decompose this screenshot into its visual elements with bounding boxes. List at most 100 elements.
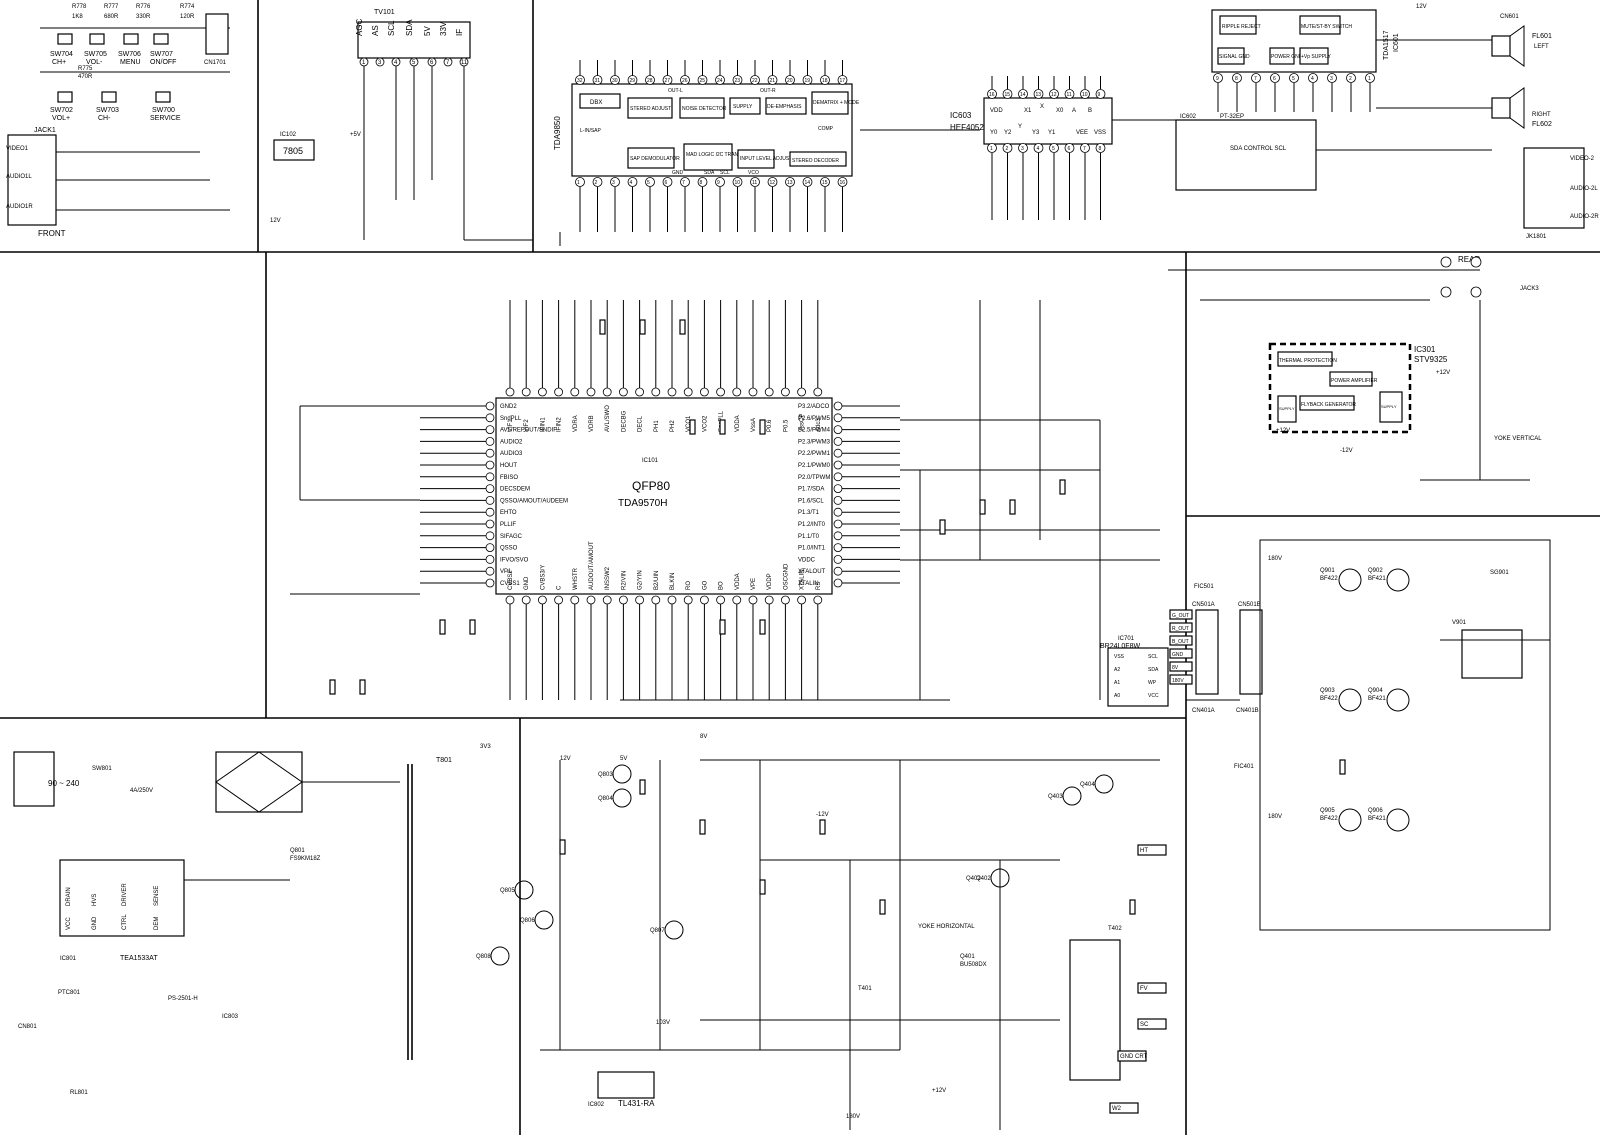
vertical-supply: -12V [1340, 448, 1353, 454]
mains-connector: CN801 [18, 1024, 37, 1030]
main-ic-pin-label: B2/UIN [654, 571, 660, 590]
main-ic-pin-label: P2.1/PWM0 [798, 463, 831, 469]
jack-ref: JACK1 [34, 127, 56, 134]
main-ic-pin [485, 448, 495, 458]
mains-switch: SW801 [92, 766, 112, 772]
sound-pin-number: 16 [840, 180, 846, 186]
main-ic-pin-label: DECBG [621, 410, 627, 432]
sound-pin [575, 177, 585, 187]
tuner-ref: TV101 [374, 9, 395, 16]
supply-label: +5V [350, 132, 361, 138]
switch-pin-number: 10 [1082, 92, 1088, 98]
switch-pin-label: VDD [990, 108, 1003, 114]
resistor-ref: R775 [78, 66, 93, 72]
main-ic-pin-label: P2.2/PWM1 [798, 451, 831, 457]
vertical-supply: +12V [1436, 370, 1450, 376]
main-ic-pin-label: VIF1 [508, 419, 514, 432]
amp-pin [1365, 73, 1375, 83]
sound-pin [680, 177, 690, 187]
sound-pin-number: 4 [630, 180, 633, 186]
switch-pin-label: X1 [1024, 108, 1032, 114]
front-caption: FRONT [38, 229, 66, 238]
tuner-pin-label: AS [371, 25, 380, 36]
main-ic-pin-label: G2/YIN [638, 570, 644, 590]
main-ic-part: TDA9570H [618, 498, 667, 509]
switch-pin-number: 13 [1036, 92, 1042, 98]
transformer-ref: T801 [436, 757, 452, 764]
sound-block: DEMATRIX + MODE [813, 100, 860, 106]
speaker-ref: FL602 [1532, 121, 1552, 128]
main-ic-pin [586, 595, 596, 605]
sound-pin [645, 177, 655, 187]
transistor-ref: Q807 [650, 928, 665, 934]
resistor-value: 470R [78, 74, 93, 80]
connector-ref: CN1701 [204, 60, 227, 66]
hor-output-part: BU508DX [960, 962, 987, 968]
mains-fuse: 4A/250V [130, 788, 153, 794]
main-ic-pin [700, 387, 709, 397]
voltage-tag: -12V [816, 812, 829, 818]
sound-block: SAP DEMODULATOR [630, 156, 680, 162]
sound-pin [767, 177, 778, 187]
amp-block: MUTE/ST-BY SWITCH [1301, 24, 1352, 30]
main-ic-pin [485, 531, 495, 541]
sound-pin-number: 10 [735, 180, 741, 186]
driver-transistor [1386, 688, 1410, 712]
main-ic-pin-label: VDDA [735, 573, 741, 590]
sound-pin-number: 6 [665, 180, 668, 186]
main-ic-pin [570, 387, 580, 397]
crt-board: CN501A CN501B FIC501 CN401A CN401B FIC40… [1169, 539, 1551, 931]
sound-pin [837, 75, 848, 85]
tuner-pin-label: SDA [405, 19, 414, 36]
crt-socket: SG901 [1490, 570, 1509, 576]
main-ic-pin [619, 387, 628, 397]
sound-pin-number: 14 [805, 180, 811, 186]
driver-ref: Q903 [1320, 688, 1335, 694]
main-ic-pin-label: R2/VIN [621, 571, 627, 590]
main-ic-pin [833, 484, 843, 494]
main-ic-pin-label: VDDC [798, 557, 816, 563]
qfp80-body [495, 397, 833, 595]
sound-pin-number: 17 [840, 78, 846, 84]
sound-pin [837, 177, 848, 187]
sound-pin-number: 3 [612, 180, 615, 186]
sound-pin [610, 75, 620, 85]
transistor-ref: Q402 [976, 876, 991, 882]
driver-part: BF422 [1320, 816, 1338, 822]
rear-label: AUDIO-2R [1570, 214, 1599, 220]
sound-pin-number: 27 [665, 78, 671, 84]
fbt-terminal: SC [1140, 1022, 1149, 1028]
vertical-ref: IC301 [1414, 345, 1436, 354]
main-ic-pin [833, 460, 843, 470]
main-ic-pin-label: P0.5 [783, 419, 789, 432]
tea1533-body [59, 859, 185, 937]
main-ic-pin [485, 460, 495, 470]
driver-transistor [1338, 808, 1362, 832]
main-ic-pin-label: P1.0/INT1 [798, 546, 826, 552]
tuner-pin-number: 3 [378, 60, 382, 66]
main-ic-pin [732, 387, 742, 397]
tuner-section: TV101 AGC AS SCL SDA 5V 33V IF 1 3 4 5 6… [270, 9, 471, 240]
main-ic-pin-label: VDDP [767, 573, 773, 590]
sound-pin [802, 177, 813, 187]
tuner-pin-number: 4 [394, 60, 398, 66]
hor-output-ref: Q401 [960, 954, 975, 960]
resistor-ref: R776 [136, 4, 151, 10]
driver-ref: Q904 [1368, 688, 1383, 694]
main-ic-pin [781, 595, 790, 605]
shunt-ref: IC802 [588, 1102, 605, 1108]
crt-driver-frame [1259, 539, 1551, 931]
main-ic-pin [485, 566, 495, 576]
switch-ic-ref: IC603 [950, 111, 972, 120]
tuner-pin-number: 5 [412, 60, 416, 66]
smps-pin: DRAIN [66, 887, 72, 906]
switch-pin-number: 6 [1068, 146, 1071, 152]
main-ic-pin-label: AUDIO3 [500, 451, 523, 457]
speaker-connector: CN601 [1500, 14, 1519, 20]
switch-pin [1002, 89, 1013, 99]
switch-pin-number: 4 [1037, 146, 1040, 152]
sound-pin [750, 177, 760, 187]
main-ic-pin-label: EHTO [500, 510, 517, 516]
main-ic-pin [764, 595, 774, 605]
vertical-block: FLYBACK GENERATOR [1301, 402, 1356, 408]
